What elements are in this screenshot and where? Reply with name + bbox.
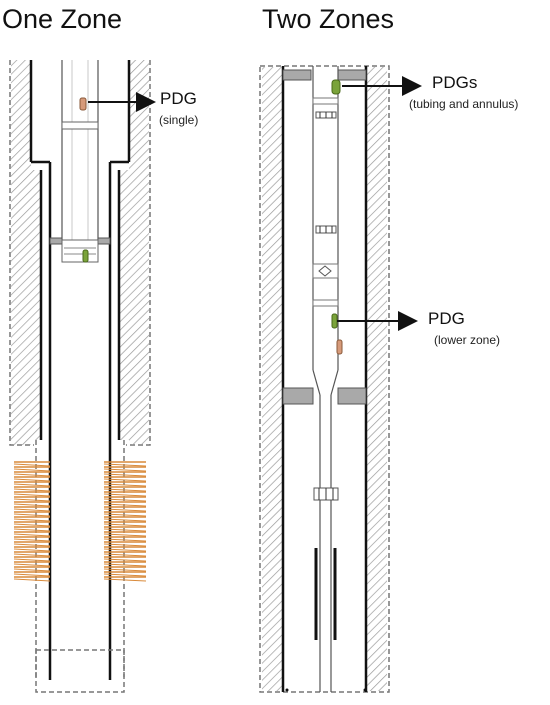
rathole <box>35 649 125 693</box>
perforation-tunnel <box>103 523 147 527</box>
cement-2-left <box>262 67 282 691</box>
perforation-tunnel <box>13 498 51 502</box>
pdgs-note: (tubing and annulus) <box>409 97 519 111</box>
nipple-2-diamond <box>318 265 332 277</box>
perforation-tunnel <box>13 528 51 532</box>
perforation-tunnel <box>13 493 51 497</box>
perforation-tunnel <box>103 498 147 502</box>
perforation-tunnel <box>13 483 51 487</box>
perforation-tunnel <box>103 548 147 552</box>
nipple-2 <box>312 263 339 279</box>
tubing-2-taper-right <box>330 369 339 396</box>
coupling-2a <box>312 97 339 105</box>
packer-left <box>49 237 63 245</box>
perforation-tunnel <box>103 488 147 492</box>
perforation-tunnel <box>13 543 51 547</box>
pdgs-label: PDGs <box>432 73 478 92</box>
perforation-tunnel <box>103 463 147 467</box>
perforation-tunnel <box>13 508 51 512</box>
bottom-dot-right <box>363 688 367 692</box>
perforation-tunnel <box>13 558 51 562</box>
perforation-tunnel <box>13 533 51 537</box>
perforation-tunnel <box>103 468 147 472</box>
perforation-tunnel <box>103 568 147 572</box>
two-zones-title: Two Zones <box>262 4 395 34</box>
packer-right <box>97 237 111 245</box>
perforation-tunnel <box>103 558 147 562</box>
two-zones-well <box>259 65 422 693</box>
upper-packer-left <box>282 69 312 81</box>
perforation-tunnel <box>13 518 51 522</box>
perforation-tunnel <box>13 503 51 507</box>
perforation-tunnel <box>103 563 147 567</box>
perforation-tunnel <box>13 548 51 552</box>
lower-packer-right <box>337 387 367 405</box>
perforation-tunnel <box>103 508 147 512</box>
pdg-lower-note: (lower zone) <box>434 333 501 347</box>
cement-upper-left <box>11 60 31 445</box>
pdg-gauge-tubing <box>331 79 341 95</box>
perforation-tunnel <box>13 523 51 527</box>
tailpipe <box>61 239 99 263</box>
sensor-gauge-left <box>82 249 89 263</box>
perforation-tunnel <box>103 493 147 497</box>
perforation-tunnel <box>13 473 51 477</box>
perforations-right <box>103 461 147 582</box>
lower-packer-left <box>282 387 314 405</box>
perforation-tunnel <box>103 553 147 557</box>
perforation-tunnel <box>103 483 147 487</box>
perforation-tunnel <box>13 553 51 557</box>
pdg-gauge-lower-green <box>331 313 338 329</box>
liner-cement-right <box>119 170 129 440</box>
perforation-tunnel <box>103 528 147 532</box>
coupling-2b <box>312 299 339 307</box>
one-zone-title: One Zone <box>2 4 123 34</box>
one-zone-well <box>9 60 156 693</box>
tubing-coupling <box>61 121 99 130</box>
perforation-tunnel <box>103 478 147 482</box>
perforation-tunnel <box>103 543 147 547</box>
perforation-tunnel <box>103 503 147 507</box>
pdg-gauge-single <box>79 97 87 111</box>
perforation-tunnel <box>13 463 51 467</box>
liner-cement-left <box>31 170 41 440</box>
perforation-tunnel <box>103 513 147 517</box>
perforation-tunnel <box>13 478 51 482</box>
perforation-tunnel <box>13 488 51 492</box>
upper-packer-right <box>337 69 367 81</box>
perforation-tunnel <box>13 513 51 517</box>
perforation-tunnel <box>103 518 147 522</box>
perforation-tunnel <box>103 573 147 577</box>
perforation-tunnel <box>103 473 147 477</box>
perforation-tunnel <box>103 538 147 542</box>
pdg-lower-label: PDG <box>428 309 465 328</box>
borehole-outline-2 <box>259 65 390 693</box>
perforation-tunnel <box>13 563 51 567</box>
perforations-left <box>13 461 51 582</box>
perforation-tunnel <box>13 568 51 572</box>
tubing-2-taper-left <box>312 369 321 396</box>
pdg-label-single: PDG <box>160 89 197 108</box>
perforation-tunnel <box>13 573 51 577</box>
perforation-tunnel <box>13 538 51 542</box>
pdg-note-single: (single) <box>159 113 199 127</box>
bottom-dot-left <box>285 688 289 692</box>
pdg-gauge-lower-orange <box>336 339 343 355</box>
perforation-tunnel <box>13 468 51 472</box>
perforation-tunnel <box>13 578 51 582</box>
cement-upper-right <box>129 60 149 445</box>
perforation-tunnel <box>103 533 147 537</box>
cement-2-right <box>367 67 387 691</box>
perforation-tunnel <box>103 578 147 582</box>
